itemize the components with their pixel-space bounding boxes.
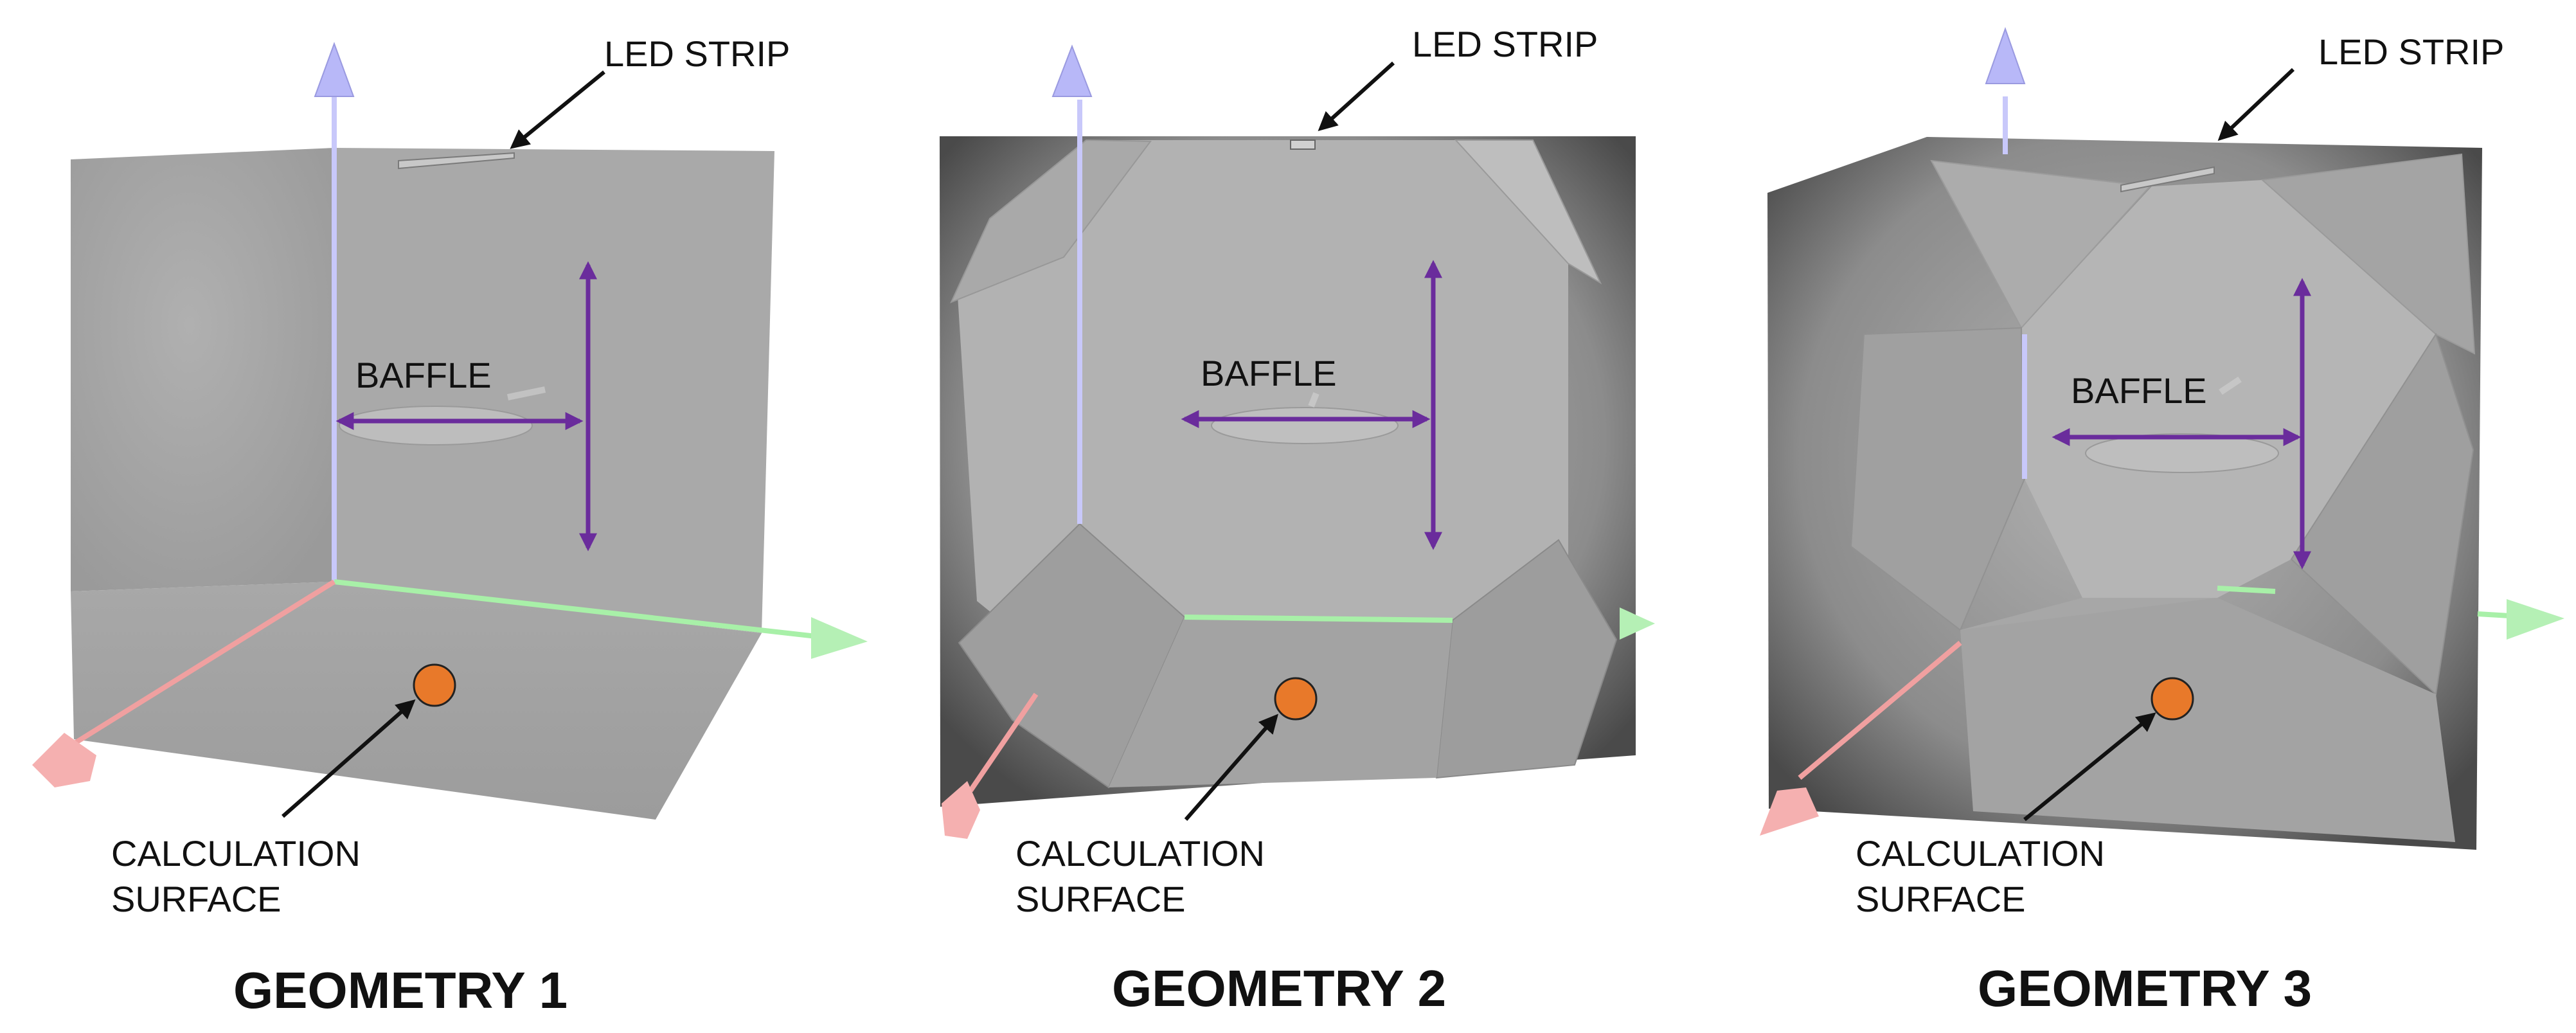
- x-axis-arrowhead: [942, 781, 980, 839]
- calc-surface-leader: [282, 699, 416, 818]
- led-strip-label: LED STRIP: [604, 33, 790, 74]
- baffle-support: [506, 386, 546, 400]
- y-axis: [2217, 586, 2276, 594]
- calc-surface-label-line2: SURFACE: [1015, 879, 1186, 919]
- calc-surface-leader: [2023, 712, 2156, 822]
- calculation-point: [413, 663, 456, 707]
- back-wall: [71, 148, 334, 591]
- baffle-support: [1308, 392, 1319, 408]
- calc-surface-label-line1: CALCULATION: [111, 833, 361, 874]
- top-left-facet: [950, 139, 1152, 303]
- y-axis-outer: [2477, 611, 2510, 618]
- x-axis: [1798, 640, 1962, 780]
- calc-surface-label-line2: SURFACE: [1856, 879, 2026, 919]
- y-axis-arrowhead: [811, 617, 868, 659]
- panel-geometry-3: LED STRIP BAFFLE CALCULATION SURFACE GEO…: [1760, 26, 2564, 1017]
- led-strip: [2120, 166, 2215, 193]
- baffle: [1211, 407, 1399, 444]
- calc-surface-label-line2: SURFACE: [111, 879, 282, 919]
- led-strip-leader: [2217, 67, 2295, 141]
- baffle-label: BAFFLE: [1201, 353, 1337, 393]
- led-strip: [1290, 139, 1316, 150]
- calc-surface-label-line1: CALCULATION: [1856, 833, 2105, 874]
- led-strip-leader: [1318, 61, 1395, 132]
- led-strip-leader: [510, 70, 605, 149]
- baffle-label: BAFFLE: [2071, 370, 2207, 411]
- y-axis-arrowhead: [2507, 599, 2564, 640]
- z-axis-arrowhead: [314, 42, 355, 97]
- panel-title: GEOMETRY 2: [1112, 960, 1446, 1017]
- x-axis: [69, 579, 336, 748]
- floor: [1960, 598, 2455, 842]
- x-axis-arrowhead: [32, 733, 96, 787]
- top-right-facet: [2260, 153, 2476, 355]
- bottom-right-facet: [1435, 539, 1618, 779]
- led-strip-label: LED STRIP: [2318, 31, 2504, 72]
- y-axis-arrowhead: [1620, 607, 1655, 640]
- side-wall: [334, 148, 774, 633]
- baffle: [339, 406, 533, 445]
- led-strip-label: LED STRIP: [1412, 24, 1598, 64]
- x-axis-arrowhead: [1760, 787, 1819, 836]
- calc-surface-label-line1: CALCULATION: [1015, 833, 1265, 874]
- x-axis: [968, 692, 1039, 793]
- led-strip: [398, 152, 515, 170]
- calc-surface-leader: [1184, 714, 1278, 821]
- z-axis-arrowhead: [1051, 44, 1093, 97]
- panel-geometry-2: LED STRIP BAFFLE CALCULATION SURFACE GEO…: [940, 24, 1655, 1017]
- y-axis: [334, 579, 817, 639]
- baffle-label: BAFFLE: [355, 355, 492, 395]
- right-facet: [2290, 332, 2474, 696]
- top-right-facet: [1454, 139, 1602, 285]
- calculation-point: [1274, 677, 1318, 721]
- z-axis-arrowhead: [1985, 26, 2026, 84]
- calculation-point: [2151, 677, 2194, 721]
- panel-geometry-1: LED STRIP BAFFLE CALCULATION SURFACE GEO…: [32, 33, 868, 1019]
- baffle-support: [2219, 376, 2242, 395]
- top-left-facet: [1930, 159, 2152, 329]
- y-axis: [1184, 615, 1453, 623]
- baffle: [2085, 433, 2279, 473]
- panel-title: GEOMETRY 3: [1978, 960, 2312, 1017]
- panel-title: GEOMETRY 1: [233, 962, 568, 1019]
